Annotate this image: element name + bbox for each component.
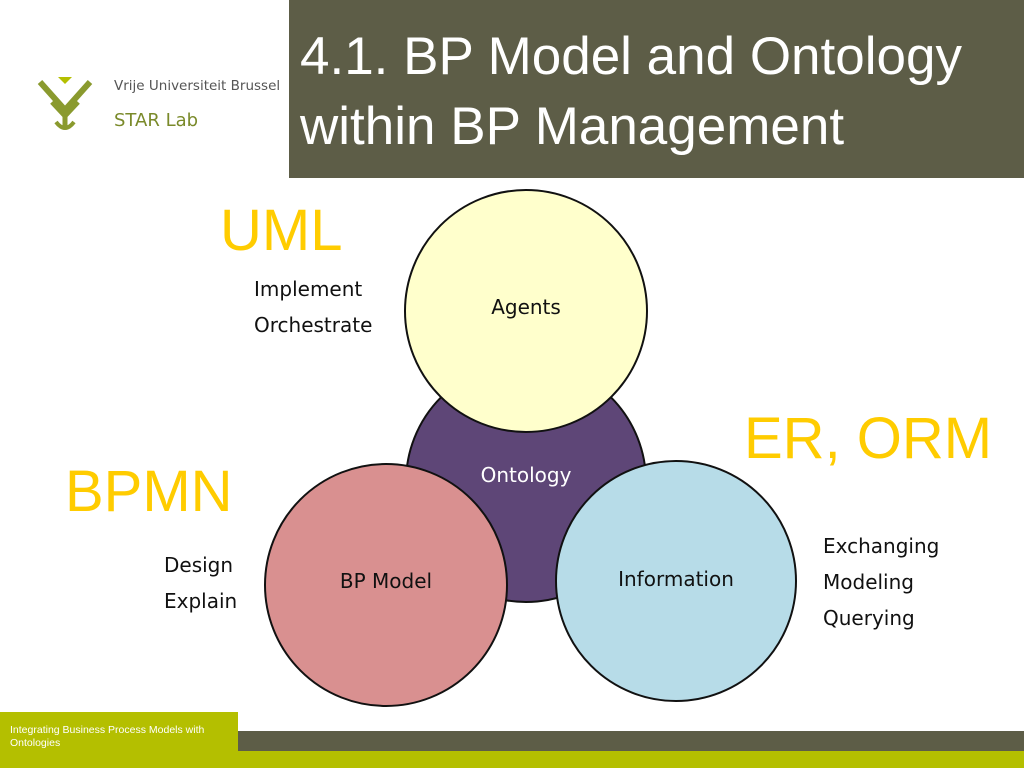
slide-title-line-1: 4.1. BP Model and Ontology xyxy=(300,27,962,86)
uml-verb-implement: Implement xyxy=(254,277,363,301)
er-orm-verbs: Exchanging Modeling Querying xyxy=(823,528,939,636)
er-orm-verb-exchanging: Exchanging xyxy=(823,534,940,558)
agents-label: Agents xyxy=(491,295,561,319)
bp-model-label: BP Model xyxy=(340,569,432,593)
bpmn-verb-design: Design xyxy=(164,553,234,577)
footer-text: Integrating Business Process Models with… xyxy=(10,724,205,749)
information-label: Information xyxy=(618,567,734,591)
er-orm-notation: ER, ORM xyxy=(744,406,993,471)
ontology-label: Ontology xyxy=(481,463,572,487)
slide-title-line-2: within BP Management xyxy=(300,97,845,156)
uml-verbs: Implement Orchestrate xyxy=(254,271,372,343)
logo-lab-name: STAR Lab xyxy=(114,110,199,131)
uml-notation: UML xyxy=(220,198,343,263)
uml-verb-orchestrate: Orchestrate xyxy=(254,313,373,337)
agents-circle xyxy=(404,189,648,433)
bpmn-notation: BPMN xyxy=(65,459,233,524)
title-banner: 4.1. BP Model and Ontology within BP Man… xyxy=(289,0,1024,178)
er-orm-verb-querying: Querying xyxy=(823,606,915,630)
logo-university-name: Vrije Universiteit Brussel xyxy=(114,78,281,94)
bpmn-verb-explain: Explain xyxy=(164,589,238,613)
bpmn-verbs: Design Explain xyxy=(164,547,237,619)
footer-band xyxy=(0,731,1024,751)
vub-logo-icon xyxy=(37,77,93,130)
bp-model-circle xyxy=(264,463,508,707)
er-orm-verb-modeling: Modeling xyxy=(823,570,914,594)
information-circle xyxy=(555,460,797,702)
footer-tab: Integrating Business Process Models with… xyxy=(0,712,238,751)
footer-accent-band xyxy=(0,751,1024,768)
